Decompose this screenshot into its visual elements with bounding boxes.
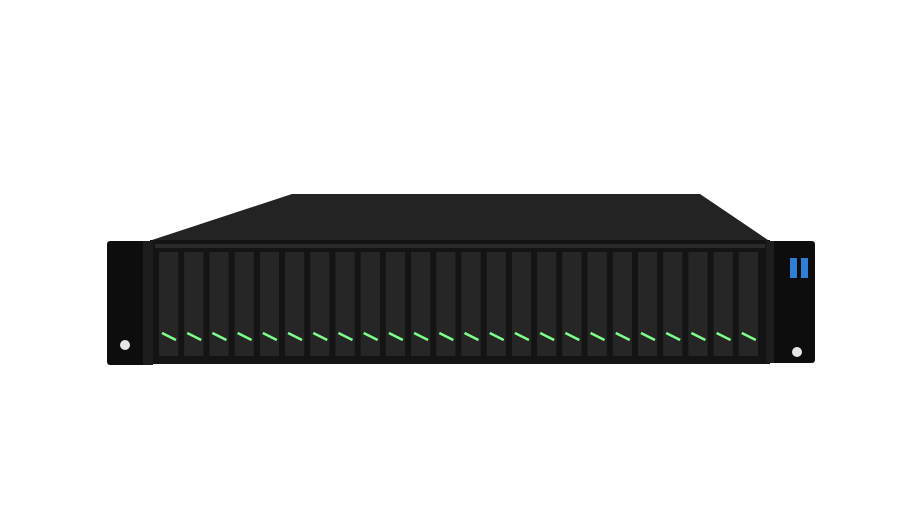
- drive-bay[interactable]: [461, 252, 481, 356]
- drive-tray[interactable]: [562, 252, 582, 356]
- drive-activity-led: [262, 331, 278, 342]
- right-ear-side: [766, 241, 774, 363]
- drive-activity-led: [237, 331, 253, 342]
- drive-activity-led: [463, 331, 480, 342]
- drive-tray[interactable]: [436, 252, 456, 356]
- drive-activity-led: [388, 331, 404, 342]
- drive-bay[interactable]: [310, 252, 330, 356]
- left-rack-ear: [107, 241, 153, 365]
- left-ear-side: [143, 241, 153, 365]
- drive-bay[interactable]: [511, 252, 532, 356]
- drive-activity-led: [489, 331, 505, 342]
- drive-bay[interactable]: [713, 252, 733, 356]
- drive-tray[interactable]: [612, 252, 632, 356]
- drive-tray[interactable]: [738, 252, 758, 356]
- left-ear-plate: [107, 241, 149, 365]
- drive-bay[interactable]: [688, 252, 708, 356]
- drive-bay[interactable]: [335, 252, 355, 356]
- power-button-icon[interactable]: [120, 340, 130, 350]
- drive-bay[interactable]: [385, 252, 406, 356]
- drive-activity-led: [186, 331, 202, 342]
- drive-activity-led: [741, 331, 757, 342]
- drive-activity-led: [287, 331, 303, 342]
- drive-bay[interactable]: [411, 252, 431, 356]
- drive-bay[interactable]: [234, 252, 254, 356]
- drive-tray[interactable]: [663, 252, 683, 356]
- drive-bay[interactable]: [360, 252, 380, 356]
- drive-tray[interactable]: [360, 252, 380, 356]
- drive-tray[interactable]: [411, 252, 431, 356]
- drive-activity-led: [665, 331, 681, 342]
- drive-bay[interactable]: [436, 252, 456, 356]
- drive-tray[interactable]: [184, 252, 204, 356]
- drive-bay[interactable]: [486, 252, 506, 356]
- drive-tray[interactable]: [335, 252, 355, 356]
- drive-tray[interactable]: [486, 252, 506, 356]
- drive-tray[interactable]: [461, 252, 481, 356]
- drive-bay[interactable]: [537, 252, 557, 356]
- drive-bay[interactable]: [285, 252, 305, 356]
- drive-activity-led: [640, 331, 656, 342]
- drive-tray[interactable]: [259, 252, 280, 356]
- drive-tray[interactable]: [234, 252, 254, 356]
- right-rack-ear: [766, 241, 815, 363]
- drive-activity-led: [539, 331, 555, 342]
- drive-activity-led: [312, 331, 328, 342]
- drive-tray[interactable]: [688, 252, 708, 356]
- drive-bay[interactable]: [663, 252, 683, 356]
- drive-activity-led: [514, 331, 530, 342]
- drive-tray[interactable]: [637, 252, 658, 356]
- drive-activity-led: [615, 331, 631, 342]
- drive-bay[interactable]: [159, 252, 179, 356]
- drive-bay[interactable]: [637, 252, 658, 356]
- drive-bay[interactable]: [612, 252, 632, 356]
- drive-tray[interactable]: [511, 252, 532, 356]
- drive-bay[interactable]: [738, 252, 758, 356]
- chassis-bezel-lip: [155, 244, 765, 248]
- drive-activity-led: [161, 331, 177, 342]
- drive-tray[interactable]: [537, 252, 557, 356]
- drive-tray[interactable]: [285, 252, 305, 356]
- drive-bay[interactable]: [587, 252, 607, 356]
- drive-activity-led: [211, 331, 227, 342]
- drive-activity-led: [716, 331, 732, 342]
- drive-activity-led: [690, 331, 706, 342]
- drive-activity-led: [413, 331, 429, 342]
- drive-bay[interactable]: [209, 252, 229, 356]
- drive-tray[interactable]: [587, 252, 607, 356]
- drive-tray[interactable]: [385, 252, 406, 356]
- drive-tray[interactable]: [310, 252, 330, 356]
- power-button-icon[interactable]: [792, 347, 802, 357]
- drive-activity-led: [589, 331, 606, 342]
- drive-activity-led: [438, 331, 454, 342]
- drive-tray[interactable]: [713, 252, 733, 356]
- usb-port-icon[interactable]: [790, 258, 797, 278]
- drive-tray[interactable]: [159, 252, 179, 356]
- drive-activity-led: [337, 331, 354, 342]
- drive-activity-led: [564, 331, 580, 342]
- drive-bays: [159, 252, 758, 356]
- usb-port-icon[interactable]: [801, 258, 808, 278]
- drive-bay[interactable]: [562, 252, 582, 356]
- drive-bay[interactable]: [184, 252, 204, 356]
- drive-activity-led: [363, 331, 379, 342]
- drive-bay[interactable]: [259, 252, 280, 356]
- chassis-top: [152, 194, 768, 240]
- drive-tray[interactable]: [209, 252, 229, 356]
